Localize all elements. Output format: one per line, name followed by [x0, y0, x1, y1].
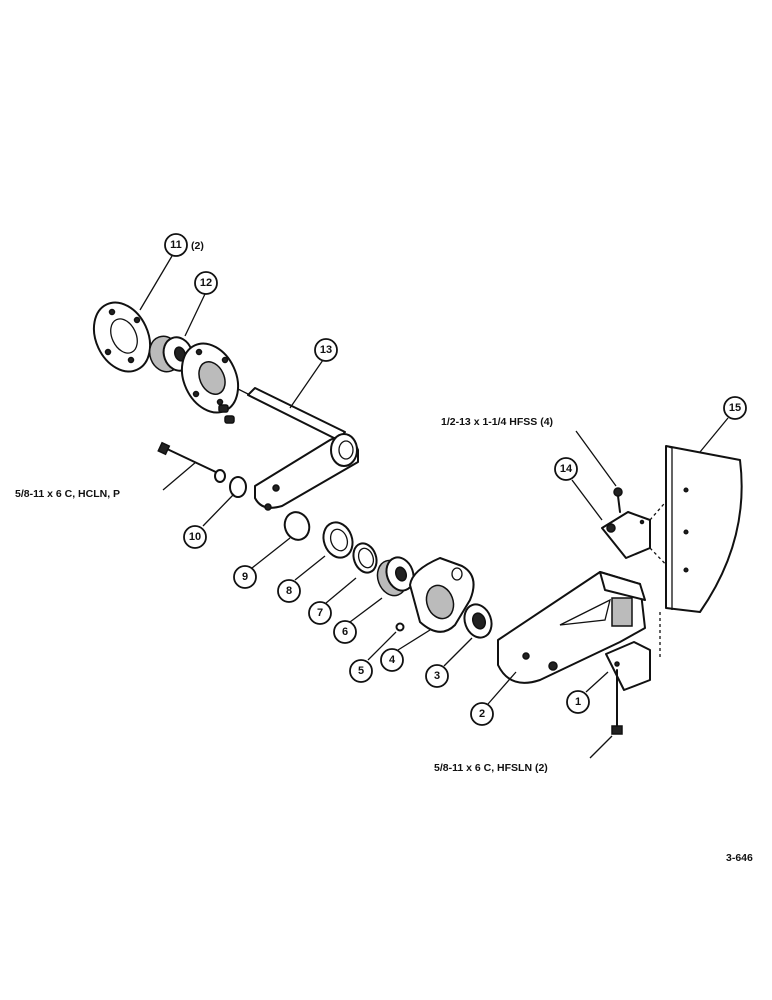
callout-1: 1: [566, 690, 590, 714]
svg-text:8: 8: [286, 585, 292, 597]
washer-8: [322, 521, 354, 559]
svg-text:6: 6: [342, 626, 348, 638]
washer-9: [283, 511, 311, 541]
seal-3: [463, 603, 493, 639]
align-line-upper: [649, 489, 677, 521]
flange-left-part: [92, 301, 152, 373]
figure-number: 3-646: [726, 852, 753, 864]
mount-arm-part: [497, 571, 646, 684]
svg-text:11: 11: [170, 239, 182, 251]
callout-12: 12: [194, 271, 218, 295]
callout-7: 7: [308, 601, 332, 625]
upper-bracket-part: [601, 487, 651, 559]
long-bolt-left: [157, 441, 247, 498]
svg-text:1: 1: [575, 696, 581, 708]
callout-3: 3: [425, 664, 449, 688]
long-bolt-bottom: [611, 669, 623, 735]
svg-text:10: 10: [189, 531, 201, 543]
flange-nuts: [218, 404, 235, 424]
callout-11: 11: [164, 233, 188, 257]
svg-text:2: 2: [479, 708, 485, 720]
callout-6: 6: [333, 620, 357, 644]
svg-text:14: 14: [560, 463, 573, 475]
svg-text:15: 15: [729, 402, 741, 414]
callout-4: 4: [380, 648, 404, 672]
label-bolt-top-right: 1/2-13 x 1-1/4 HFSS (4): [441, 416, 553, 428]
flange-right-part: [180, 342, 240, 414]
callout-11-qty: (2): [191, 240, 204, 252]
callout-13: 13: [314, 338, 338, 362]
label-bolt-bottom-right: 5/8-11 x 6 C, HFSLN (2): [434, 762, 548, 774]
callout-10: 10: [183, 525, 207, 549]
lower-bracket-part: [605, 641, 651, 691]
callout-2: 2: [470, 702, 494, 726]
callout-5: 5: [349, 659, 373, 683]
crank-arm-part: [247, 387, 359, 511]
callout-15: 15: [723, 396, 747, 420]
grease-fitting-5: [395, 622, 405, 632]
leader-lines: [139, 255, 729, 759]
svg-text:9: 9: [242, 571, 248, 583]
callout-14: 14: [554, 457, 578, 481]
callout-9: 9: [233, 565, 257, 589]
svg-text:3: 3: [434, 670, 440, 682]
svg-text:4: 4: [389, 654, 396, 666]
housing-4: [409, 557, 475, 633]
svg-text:13: 13: [320, 344, 332, 356]
svg-text:7: 7: [317, 607, 323, 619]
label-bolt-left: 5/8-11 x 6 C, HCLN, P: [15, 488, 120, 500]
svg-text:12: 12: [200, 277, 212, 289]
callout-8: 8: [277, 579, 301, 603]
snap-ring-7: [352, 542, 378, 574]
svg-text:5: 5: [358, 665, 364, 677]
shield-part: [665, 445, 743, 613]
bearing-6: [376, 556, 415, 597]
